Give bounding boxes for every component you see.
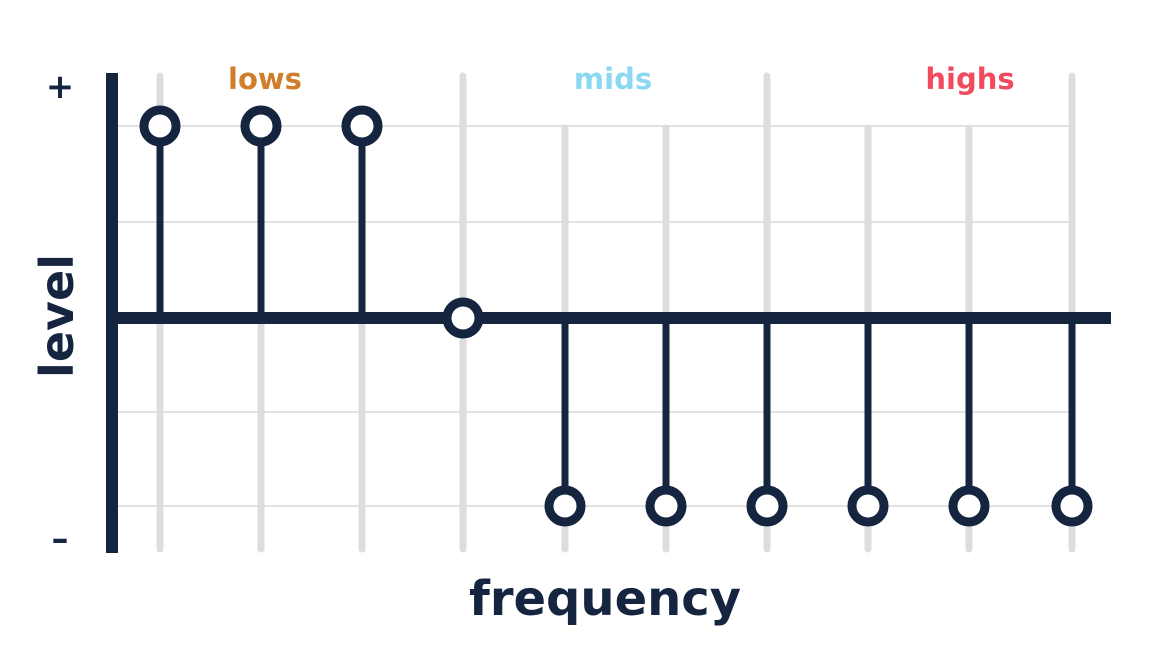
y-tick-minus: – [52,519,69,559]
stem-marker [847,485,889,527]
stem-marker [1051,485,1093,527]
x-axis-label: frequency [469,571,741,627]
stem-marker [645,485,687,527]
axes [106,73,1111,553]
band-label-mids: mids [574,62,652,96]
horizontal-gridlines [118,125,1072,507]
y-tick-plus: + [46,67,75,107]
stem-marker [341,105,383,147]
band-label-highs: highs [925,62,1014,96]
stems [156,126,1076,506]
y-axis-label: level [30,254,84,378]
stem-marker [442,297,484,339]
stem-markers [139,105,1093,527]
stem-marker [544,485,586,527]
stem-marker [746,485,788,527]
stem-marker [240,105,282,147]
stem-marker [948,485,990,527]
band-label-lows: lows [228,62,302,96]
stem-marker [139,105,181,147]
